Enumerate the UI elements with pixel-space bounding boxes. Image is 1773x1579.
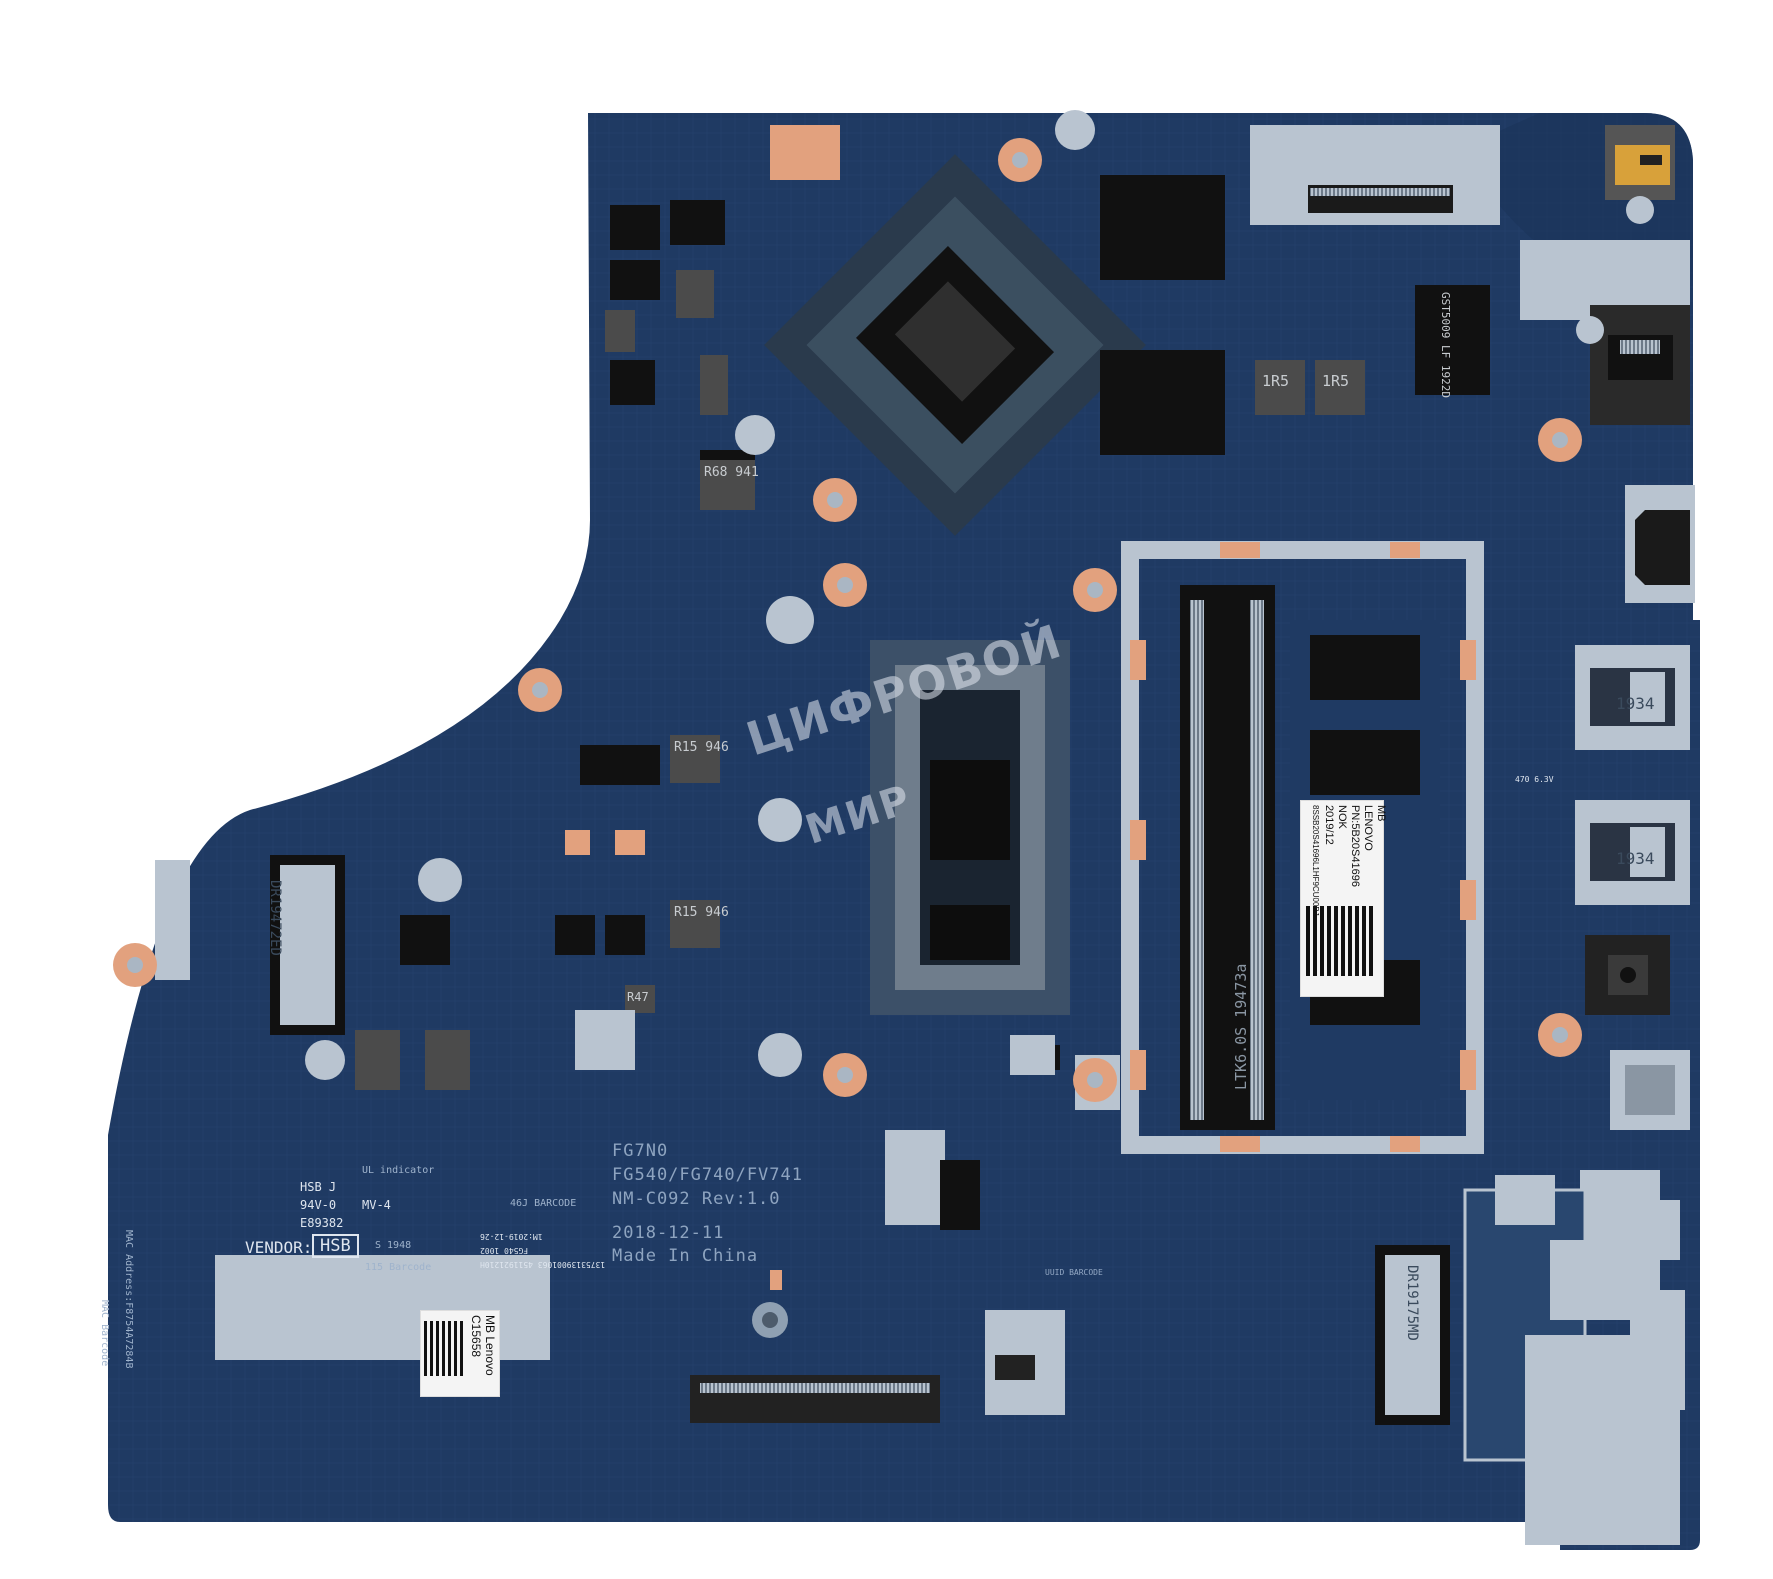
product-serial: 13753139001063 4511921210H [480, 1260, 606, 1269]
m2-slot-right [1375, 1245, 1450, 1425]
ram-sticker-line6: 8SSB20S41696L1HF9CU00BJ [1311, 805, 1320, 916]
ram-sticker: MB LENOVO PN:5B20S41696 NOK 2019/12 8SSB… [1300, 800, 1387, 997]
vendor-label: VENDOR: [245, 1238, 313, 1257]
mounting-holes [113, 138, 1582, 1338]
ul-94v0: 94V-0 [300, 1198, 337, 1212]
barcode-115-label: 115 Barcode [365, 1262, 432, 1273]
mb-sticker-qr [424, 1321, 464, 1376]
dram-mark: DR19472ED [267, 880, 283, 956]
ram-sticker-qr [1306, 906, 1376, 976]
dc-jack [1605, 125, 1675, 200]
board-variants: FG540/FG740/FV741 [612, 1165, 803, 1185]
inductor-r15b: R15 946 [674, 905, 729, 920]
mb-sticker-line2: C15658 [469, 1315, 483, 1358]
usb2-mark: 1934 [1616, 849, 1655, 868]
mac-address: MAC Address:F8754A7284B [123, 1230, 134, 1369]
ram-sticker-text: MB LENOVO PN:5B20S41696 NOK 2019/12 8SSB… [1309, 805, 1387, 916]
uuid-barcode-label: UUID BARCODE [1045, 1268, 1103, 1277]
product-date: 1M:2019-12-26 [480, 1232, 543, 1241]
mb-sticker: MB Lenovo C15658 [420, 1310, 500, 1397]
inductor-r68: R68 941 [704, 465, 759, 480]
ul-indicator-title: UL indicator [362, 1165, 435, 1176]
top-metal-shield [1250, 125, 1500, 225]
hole-outlines [305, 110, 1654, 1080]
board-revision: NM-C092 Rev:1.0 [612, 1189, 781, 1209]
audio-jack [1585, 935, 1670, 1015]
inductor-1r5a: 1R5 [1262, 372, 1290, 390]
hdmi-port [1625, 485, 1695, 603]
board-origin: Made In China [612, 1246, 759, 1266]
ram-sticker-line2: LENOVO [1362, 805, 1374, 851]
cpu-package [870, 640, 1070, 1015]
usb-port-2 [1575, 800, 1690, 905]
lan-mark: GST5009 LF 1922D [1439, 292, 1452, 398]
ul-mv4: MV-4 [362, 1198, 391, 1212]
cap-mark: 470 6.3V [1515, 775, 1554, 784]
inductor-r47: R47 [627, 990, 649, 1004]
ul-hsb-j: HSB J [300, 1180, 337, 1194]
board-date: 2018-12-11 [612, 1223, 725, 1243]
ram-sticker-line4: NOK [1336, 805, 1348, 829]
board-model-code: FG7N0 [612, 1141, 669, 1161]
card-reader [1610, 1050, 1690, 1130]
inductors [355, 270, 1365, 1090]
ethernet-port [1590, 305, 1690, 425]
mb-sticker-text: MB Lenovo C15658 [469, 1315, 497, 1376]
ul-e89382: E89382 [300, 1216, 344, 1230]
ssd-slot-mark: DR19175MD [1404, 1265, 1420, 1341]
ram-sticker-line5: 2019/12 [1323, 805, 1335, 845]
sodimm-mark: LTK6.0S 19473a [1232, 963, 1250, 1090]
ram-sticker-line3: PN:5B20S41696 [1349, 805, 1361, 887]
usb-port-1 [1575, 645, 1690, 750]
vendor-code: S 1948 [375, 1240, 412, 1251]
metal-shields [155, 860, 1680, 1545]
vendor-value: HSB [312, 1234, 359, 1258]
usb1-mark: 1934 [1616, 694, 1655, 713]
product-code: FG540 1002 [480, 1246, 529, 1255]
ram-copper-pads [1130, 542, 1476, 1152]
ram-sticker-line1: MB [1375, 805, 1387, 822]
barcode-46j-label: 46J BARCODE [510, 1198, 577, 1209]
inductor-r15a: R15 946 [674, 740, 729, 755]
inductor-1r5b: 1R5 [1322, 372, 1350, 390]
m2-slot-left [270, 855, 345, 1035]
mb-sticker-line1: MB Lenovo [483, 1315, 497, 1376]
mac-barcode-label: MAC Barcode [99, 1300, 110, 1367]
